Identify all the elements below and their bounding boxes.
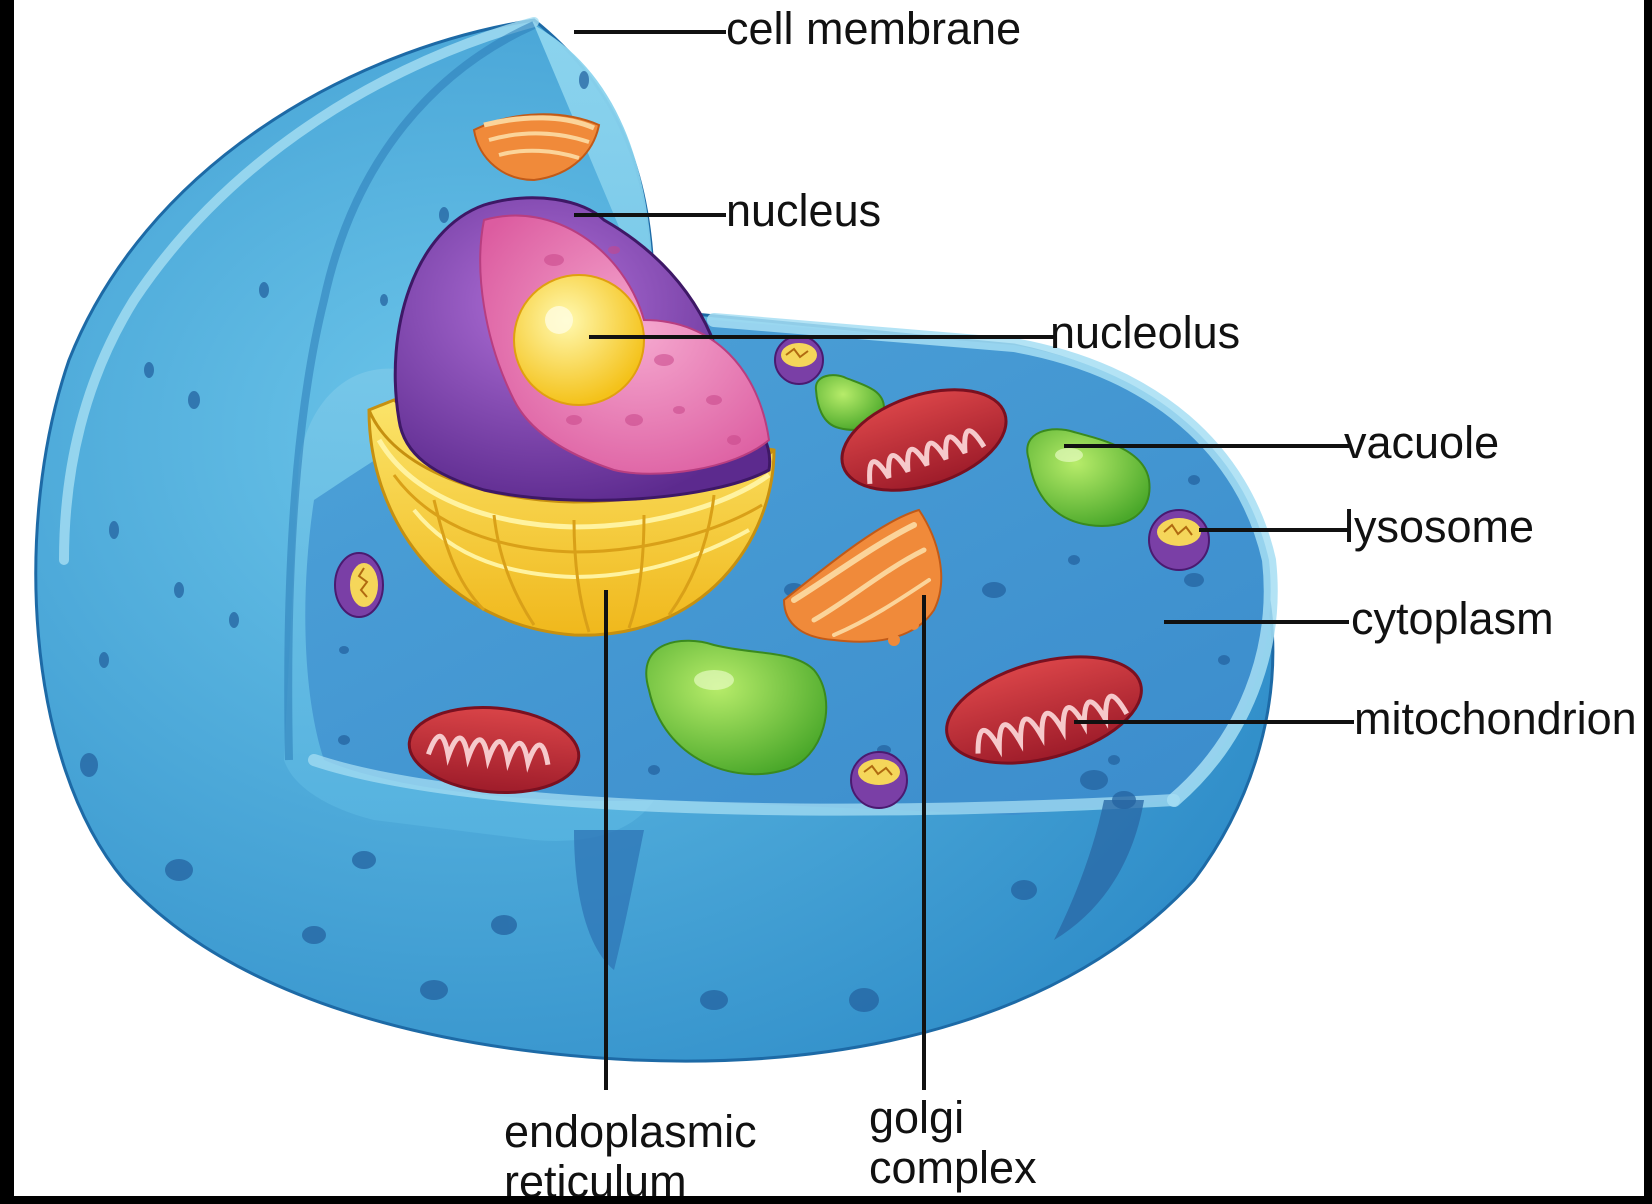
label-endoplasmic-line2: reticulum [504,1157,757,1196]
lysosome-right [1149,510,1209,570]
label-cytoplasm: cytoplasm [1351,596,1554,641]
lysosome-bottom [851,752,907,808]
label-golgi-line1: golgi [869,1093,1037,1143]
lysosome-left [335,553,383,617]
label-mitochondrion: mitochondrion [1354,696,1637,741]
label-endoplasmic-reticulum: endoplasmic reticulum [504,1107,757,1196]
nucleus-body [395,198,770,501]
label-golgi-complex: golgi complex [869,1093,1037,1194]
label-nucleus: nucleus [726,188,881,233]
lysosome-top [775,336,823,384]
diagram-frame: cell membrane nucleus nucleolus vacuole … [14,0,1644,1196]
label-endoplasmic-line1: endoplasmic [504,1107,757,1157]
label-cell-membrane: cell membrane [726,6,1021,51]
label-nucleolus: nucleolus [1050,310,1240,355]
label-lysosome: lysosome [1344,504,1534,549]
nucleolus-body [514,275,644,405]
label-vacuole: vacuole [1344,420,1499,465]
label-golgi-line2: complex [869,1143,1037,1193]
